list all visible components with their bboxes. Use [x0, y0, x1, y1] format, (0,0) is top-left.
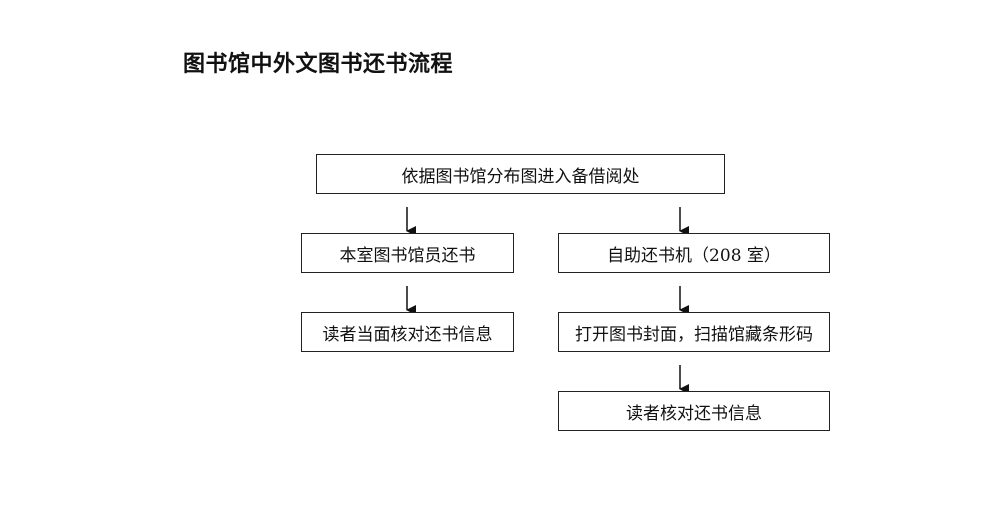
node-reader-check-face: 读者当面核对还书信息 [301, 312, 514, 352]
node-staff-return: 本室图书馆员还书 [301, 233, 514, 273]
node-scan-barcode: 打开图书封面，扫描馆藏条形码 [558, 312, 830, 352]
node-self-service-machine: 自助还书机（208 室） [558, 233, 830, 273]
page-title: 图书馆中外文图书还书流程 [183, 52, 454, 77]
node-start: 依据图书馆分布图进入备借阅处 [316, 154, 725, 194]
node-reader-check: 读者核对还书信息 [558, 391, 830, 431]
